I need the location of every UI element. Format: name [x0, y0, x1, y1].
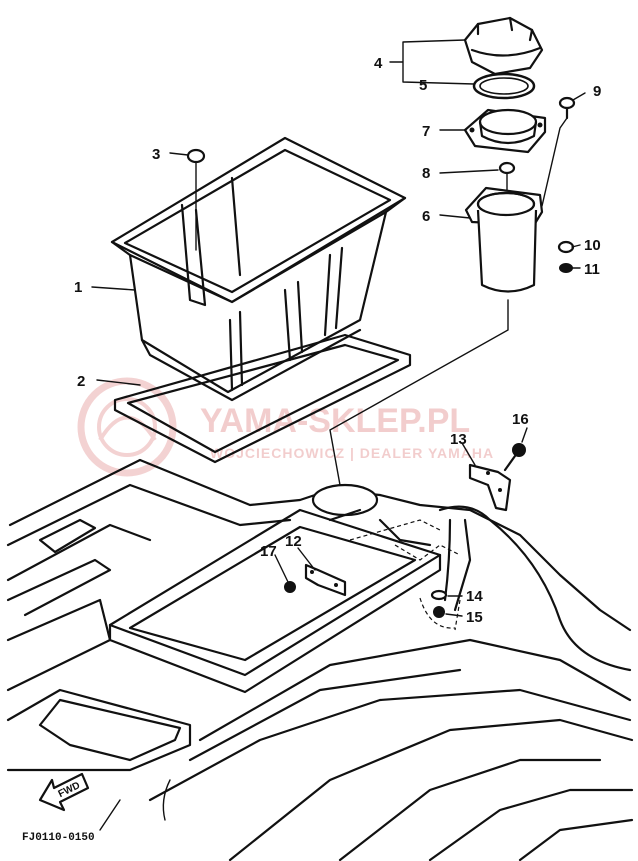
watermark-tagline: WOJCIECHOWICZ | DEALER YAMAHA: [210, 445, 494, 461]
part-nut-15: [433, 606, 445, 618]
callout-14: 14: [466, 588, 483, 605]
callout-2: 2: [77, 373, 85, 390]
hull-deck: [6, 458, 634, 861]
part-washer-10: [557, 240, 575, 254]
callout-9: 9: [593, 83, 601, 100]
part-bracket-13: [468, 463, 512, 512]
watermark-brand: YAMA-SKLEP.PL: [200, 402, 470, 440]
callout-17: 17: [260, 543, 277, 560]
part-storage-box: [110, 136, 407, 402]
callout-13: 13: [450, 431, 467, 448]
callout-7: 7: [422, 123, 430, 140]
part-filler-pipe: [329, 186, 544, 486]
part-bracket-12: [304, 563, 347, 597]
part-gasket: [113, 333, 412, 464]
callout-10: 10: [584, 237, 601, 254]
leader-lines: [91, 39, 586, 617]
callout-8: 8: [422, 165, 430, 182]
part-filler-flange: [463, 108, 547, 154]
callout-6: 6: [422, 208, 430, 225]
callout-3: 3: [152, 146, 160, 163]
watermark: YAMA-SKLEP.PL WOJCIECHOWICZ | DEALER YAM…: [77, 377, 494, 477]
callout-16: 16: [512, 411, 529, 428]
callout-5: 5: [419, 77, 427, 94]
callout-12: 12: [285, 533, 302, 550]
part-screw-3: [186, 148, 206, 251]
part-nut-11: [559, 263, 573, 273]
fwd-arrow-icon: FWD: [38, 772, 90, 812]
callout-1: 1: [74, 279, 82, 296]
callout-11: 11: [584, 261, 600, 278]
diagram-code: FJ0110-0150: [22, 832, 95, 844]
part-screw-9: [541, 96, 576, 207]
part-nut-17: [284, 581, 296, 593]
callout-4: 4: [374, 55, 383, 72]
part-washer-14: [430, 589, 448, 601]
part-filler-cap: [463, 16, 544, 76]
callout-15: 15: [466, 609, 483, 626]
part-bolt-16: [503, 443, 526, 472]
callout-labels: 1 2 3 4 5 6 7 8 9 10 11 12 13 14 15 16 1…: [74, 55, 601, 626]
part-o-ring: [472, 72, 536, 100]
